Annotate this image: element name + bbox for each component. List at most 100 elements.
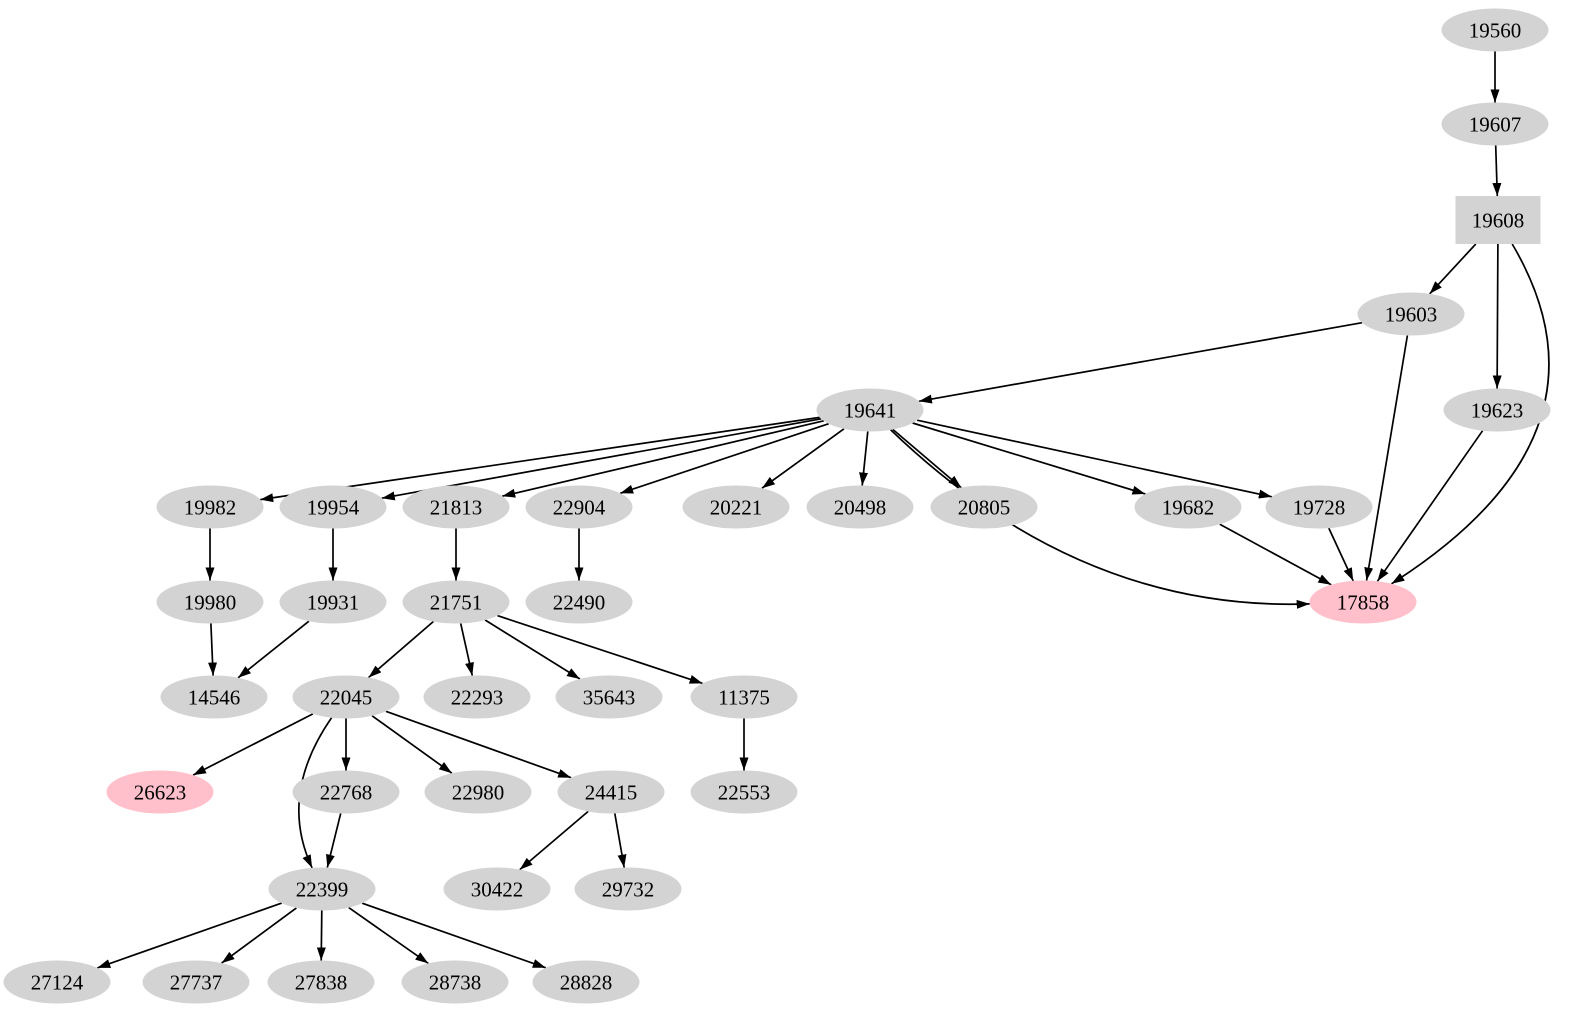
node-ellipse-shape — [423, 675, 531, 719]
node-ellipse-shape — [1441, 8, 1549, 52]
node-label: 26623 — [134, 780, 187, 804]
node-27838: 27838 — [267, 960, 375, 1004]
edge-19931-14546 — [237, 620, 310, 679]
node-14546: 14546 — [160, 675, 268, 719]
node-ellipse-shape — [1309, 580, 1417, 624]
node-ellipse-shape — [401, 960, 509, 1004]
edge-22399-27124 — [97, 902, 282, 969]
edge-19607-19608 — [1492, 145, 1502, 197]
node-19607: 19607 — [1441, 102, 1549, 146]
node-21813: 21813 — [402, 485, 510, 529]
node-ellipse-shape — [142, 960, 250, 1004]
node-label: 22553 — [718, 780, 771, 804]
node-22293: 22293 — [423, 675, 531, 719]
node-ellipse-shape — [1265, 485, 1373, 529]
node-label: 28828 — [560, 970, 613, 994]
node-box-shape — [1455, 196, 1541, 244]
edge-22045-24415 — [385, 710, 572, 779]
edge-22045-22980 — [371, 715, 453, 774]
node-label: 22490 — [553, 590, 606, 614]
edge-21751-22045 — [368, 620, 434, 679]
edge-22399-28738 — [348, 906, 429, 965]
node-ellipse-shape — [682, 485, 790, 529]
node-26623: 26623 — [106, 770, 214, 814]
node-ellipse-shape — [1357, 292, 1465, 336]
node-label: 22904 — [553, 495, 606, 519]
edge-19608-19603 — [1429, 243, 1477, 295]
node-ellipse-shape — [555, 675, 663, 719]
node-24415: 24415 — [557, 770, 665, 814]
node-label: 20221 — [710, 495, 763, 519]
node-19603: 19603 — [1357, 292, 1465, 336]
node-ellipse-shape — [424, 770, 532, 814]
node-label: 19954 — [307, 495, 360, 519]
node-label: 27124 — [31, 970, 84, 994]
node-label: 24415 — [585, 780, 638, 804]
edge-22399-28828 — [361, 902, 547, 969]
edge-21751-22293 — [459, 623, 474, 676]
edge-19641-19682 — [912, 422, 1146, 495]
node-label: 22293 — [451, 685, 504, 709]
node-label: 19607 — [1469, 112, 1522, 136]
node-19954: 19954 — [279, 485, 387, 529]
node-label: 19931 — [307, 590, 360, 614]
node-ellipse-shape — [268, 867, 376, 911]
node-label: 20805 — [958, 495, 1011, 519]
node-19608: 19608 — [1455, 196, 1541, 244]
node-label: 29732 — [602, 877, 655, 901]
node-ellipse-shape — [532, 960, 640, 1004]
node-ellipse-shape — [1134, 485, 1242, 529]
edge-19641-20805 — [892, 428, 962, 489]
node-29732: 29732 — [574, 867, 682, 911]
node-ellipse-shape — [816, 388, 924, 432]
node-22399: 22399 — [268, 867, 376, 911]
node-label: 22399 — [296, 877, 349, 901]
node-label: 22980 — [452, 780, 505, 804]
edge-19641-19954 — [381, 417, 822, 501]
node-label: 22045 — [320, 685, 373, 709]
node-ellipse-shape — [3, 960, 111, 1004]
node-label: 19641 — [844, 398, 897, 422]
node-ellipse-shape — [292, 675, 400, 719]
edge-22399-27838 — [316, 910, 326, 961]
node-ellipse-shape — [106, 770, 214, 814]
node-21751: 21751 — [402, 580, 510, 624]
node-19560: 19560 — [1441, 8, 1549, 52]
edge-19641-19728 — [916, 419, 1273, 499]
edge-19980-14546 — [208, 623, 218, 676]
node-ellipse-shape — [1443, 388, 1551, 432]
edge-19603-17858 — [1364, 335, 1409, 581]
node-label: 19728 — [1293, 495, 1346, 519]
node-ellipse-shape — [806, 485, 914, 529]
node-22904: 22904 — [525, 485, 633, 529]
edge-19641-20221 — [761, 428, 845, 489]
node-ellipse-shape — [690, 675, 798, 719]
node-ellipse-shape — [279, 580, 387, 624]
node-17858: 17858 — [1309, 580, 1417, 624]
node-label: 30422 — [471, 877, 524, 901]
edge-19682-17858 — [1219, 523, 1332, 586]
node-label: 19608 — [1472, 208, 1525, 232]
node-35643: 35643 — [555, 675, 663, 719]
node-ellipse-shape — [525, 580, 633, 624]
node-28828: 28828 — [532, 960, 640, 1004]
node-30422: 30422 — [443, 867, 551, 911]
node-20498: 20498 — [806, 485, 914, 529]
edge-24415-29732 — [613, 813, 627, 868]
node-11375: 11375 — [690, 675, 798, 719]
node-ellipse-shape — [402, 580, 510, 624]
node-28738: 28738 — [401, 960, 509, 1004]
node-ellipse-shape — [557, 770, 665, 814]
edge-21751-11375 — [497, 614, 703, 685]
node-19623: 19623 — [1443, 388, 1551, 432]
node-ellipse-shape — [1441, 102, 1549, 146]
node-label: 28738 — [429, 970, 482, 994]
node-label: 19682 — [1162, 495, 1215, 519]
node-label: 27737 — [170, 970, 223, 994]
node-label: 19623 — [1471, 398, 1524, 422]
node-label: 11375 — [718, 685, 770, 709]
edge-19608-17858 — [1391, 243, 1550, 585]
node-27737: 27737 — [142, 960, 250, 1004]
node-ellipse-shape — [279, 485, 387, 529]
node-19982: 19982 — [156, 485, 264, 529]
